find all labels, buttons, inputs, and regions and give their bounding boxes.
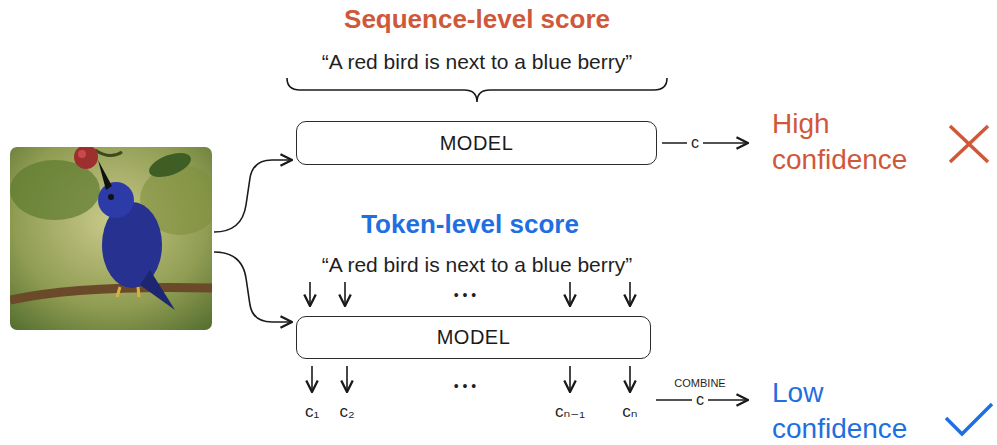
ellipsis: • • •	[454, 287, 476, 303]
token-score: c₂	[339, 402, 354, 422]
token-score: c₁	[305, 402, 319, 422]
model-label: MODEL	[440, 132, 514, 155]
score-symbol: c	[687, 134, 703, 152]
input-arrow	[214, 160, 292, 232]
bird-photo	[10, 147, 212, 330]
input-arrow	[214, 252, 292, 322]
check-mark	[946, 404, 992, 434]
output-arrow	[662, 142, 748, 144]
model-label: MODEL	[437, 326, 511, 349]
caption-text: “A red bird is next to a blue berry”	[322, 253, 632, 277]
cross-mark	[950, 126, 988, 162]
model-box: MODEL	[296, 316, 651, 359]
brace	[287, 78, 667, 102]
token-score: cₙ₋₁	[555, 402, 585, 422]
model-box: MODEL	[296, 121, 657, 165]
ellipsis: • • •	[454, 378, 476, 394]
score-symbol: c	[692, 391, 708, 409]
confidence-result: High confidence	[772, 106, 942, 178]
token-score: cₙ	[622, 402, 637, 422]
section-title: Token-level score	[361, 210, 579, 240]
combine-label: COMBINE	[674, 377, 725, 390]
confidence-result: Low confidence	[772, 375, 942, 445]
caption-text: “A red bird is next to a blue berry”	[322, 50, 632, 74]
section-title: Sequence-level score	[344, 5, 610, 35]
